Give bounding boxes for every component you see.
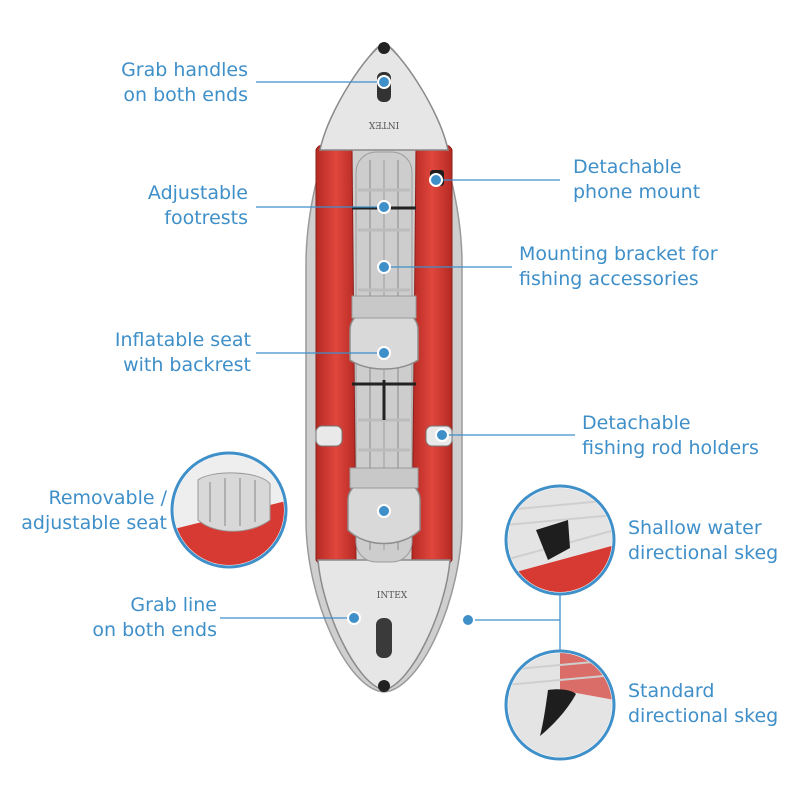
callout-removable-seat: Removable / adjustable seat <box>21 486 167 536</box>
callout-seat: Inflatable seat with backrest <box>115 328 251 378</box>
bow-brand-text: INTEX <box>368 119 399 129</box>
callout-line-1: Standard <box>628 680 715 702</box>
callout-line-1: Mounting bracket for <box>519 243 718 265</box>
callout-line-2: on both ends <box>123 84 248 106</box>
callout-phone-mount: Detachable phone mount <box>573 155 700 205</box>
standard-skeg-inset <box>504 649 616 761</box>
callout-grab-handles: Grab handles on both ends <box>121 58 248 108</box>
callout-line-2: adjustable seat <box>21 512 167 534</box>
callout-line-2: footrests <box>164 207 248 229</box>
callout-rod-holders: Detachable fishing rod holders <box>582 411 759 461</box>
callout-lines <box>220 81 575 653</box>
shallow-skeg-inset <box>504 484 616 596</box>
callout-markers <box>347 75 475 627</box>
callout-line-2: fishing rod holders <box>582 437 759 459</box>
kayak-hull: INTEX INTEX <box>305 42 463 693</box>
callout-line-1: Adjustable <box>147 182 248 204</box>
callout-line-1: Removable / <box>48 487 167 509</box>
callout-line-2: phone mount <box>573 181 701 203</box>
callout-line-2: directional skeg <box>628 705 779 727</box>
callout-shallow-skeg: Shallow water directional skeg <box>628 516 778 566</box>
callout-mounting-bracket: Mounting bracket for fishing accessories <box>519 242 718 292</box>
removable-seat-inset <box>170 451 288 569</box>
callout-footrests: Adjustable footrests <box>148 181 248 231</box>
callout-line-1: Detachable <box>582 412 691 434</box>
callout-line-1: Inflatable seat <box>114 329 251 351</box>
callout-line-2: with backrest <box>123 354 251 376</box>
callout-grab-line: Grab line on both ends <box>92 593 217 643</box>
callout-line-1: Grab line <box>130 594 217 616</box>
callout-line-2: fishing accessories <box>519 268 699 290</box>
stern-brand-text: INTEX <box>377 591 408 601</box>
callout-line-1: Detachable <box>573 156 682 178</box>
callout-line-1: Shallow water <box>628 517 762 539</box>
callout-line-2: directional skeg <box>628 542 779 564</box>
callout-standard-skeg: Standard directional skeg <box>628 679 778 729</box>
callout-line-1: Grab handles <box>121 59 248 81</box>
callout-line-2: on both ends <box>92 619 217 641</box>
